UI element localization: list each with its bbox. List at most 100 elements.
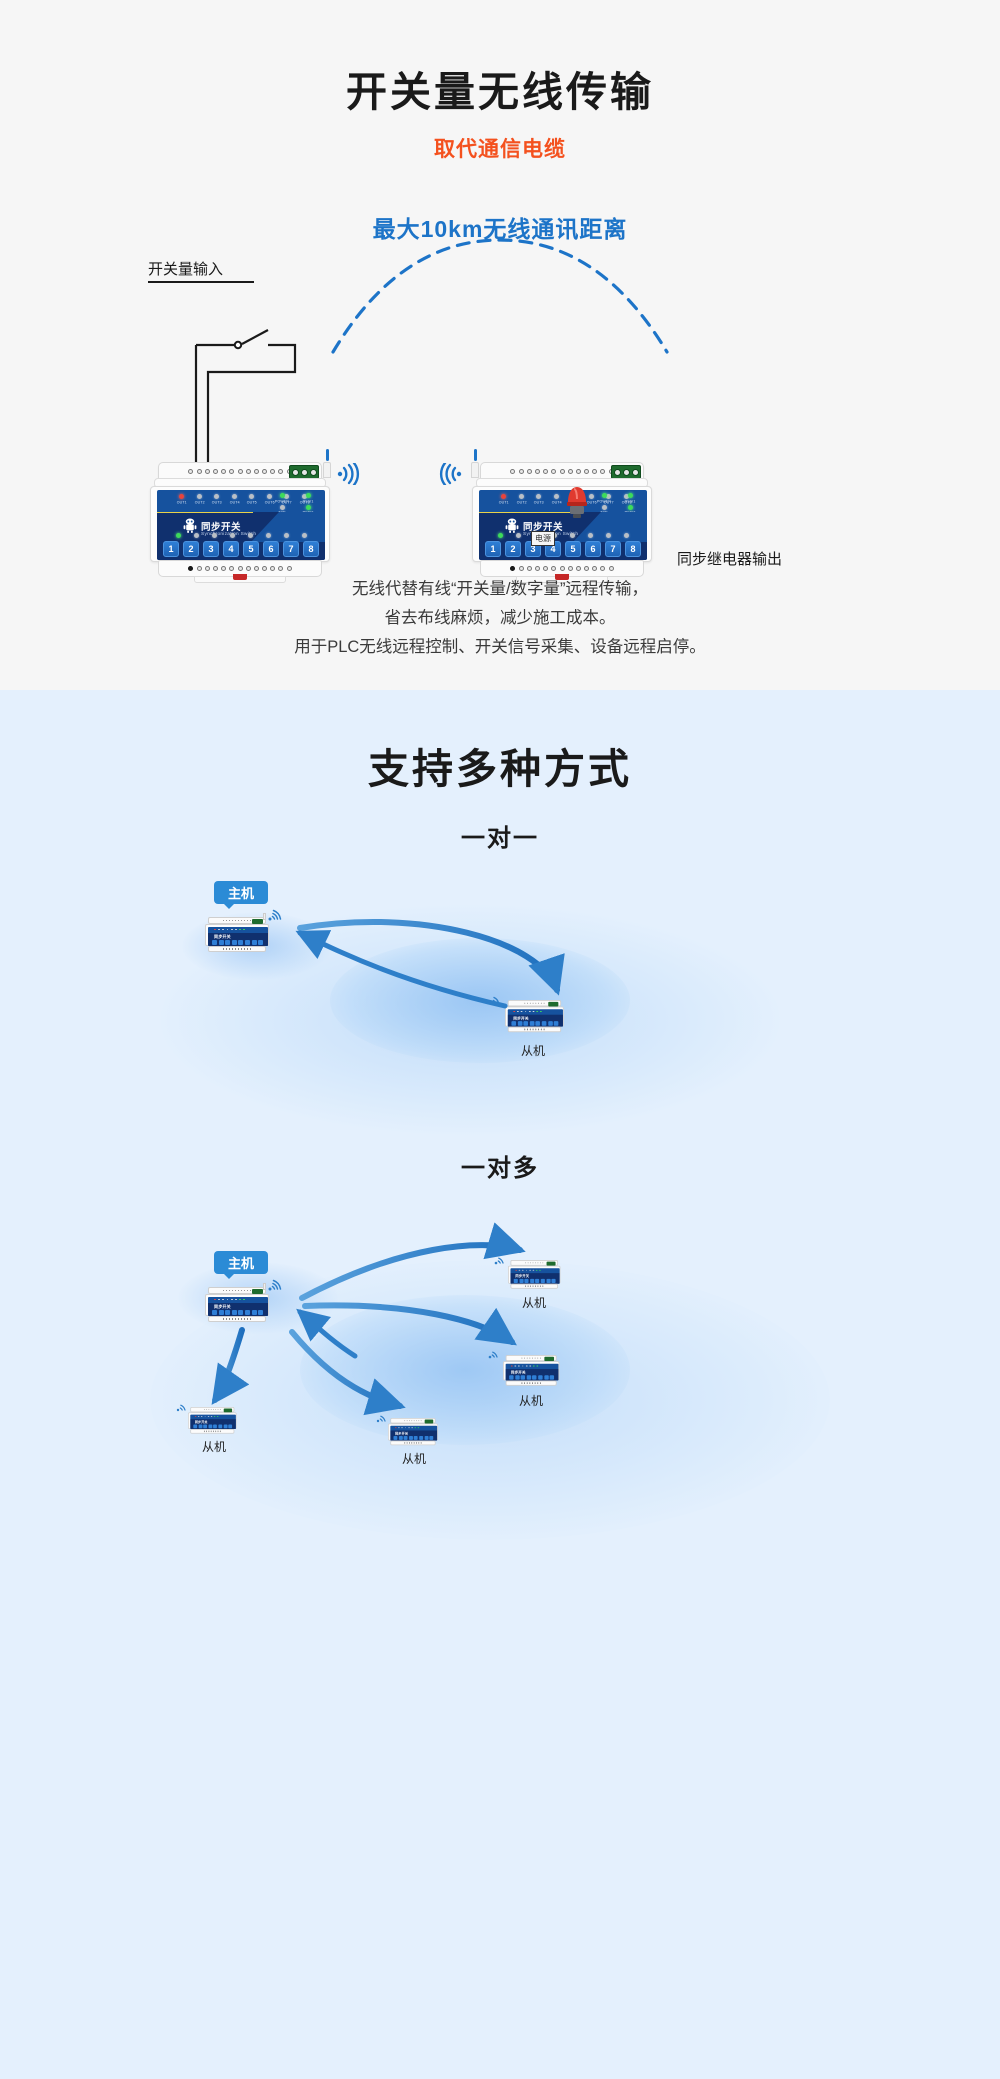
channel-button-6[interactable]: 6 <box>585 541 601 557</box>
green-terminal-block <box>611 465 641 479</box>
device-transmitter: OUT1 OUT2 OUT3 OUT4 <box>148 449 332 587</box>
channel-button-7[interactable]: 7 <box>605 541 621 557</box>
terminal-hole <box>534 566 540 571</box>
terminal-hole <box>229 468 235 474</box>
mini-led <box>226 928 229 931</box>
mini-hole <box>234 1318 237 1320</box>
mini-hole <box>246 1289 249 1292</box>
mini-brand: 同步开关 <box>513 1015 529 1020</box>
mini-led <box>218 928 220 931</box>
rssi1-label: RSSI1 <box>624 499 636 504</box>
mini-hole <box>526 1002 529 1005</box>
mini-led <box>414 1427 417 1429</box>
mode2-host-tag: 主机 <box>214 1251 268 1279</box>
mini-top-rail <box>390 1418 436 1424</box>
mini-hole <box>523 1382 526 1384</box>
mini-hole <box>243 948 246 950</box>
out1-label: OUT1 <box>498 500 509 505</box>
terminal-hole <box>551 566 557 571</box>
channel-button-6[interactable]: 6 <box>263 541 279 557</box>
mini-hole <box>237 1318 240 1320</box>
mini-lower: 同步开关 <box>505 1368 559 1381</box>
mode2-slave-label-4: 从机 <box>401 1452 426 1466</box>
range-heading: 最大10km无线通讯距离 <box>372 216 628 242</box>
button-led <box>515 533 521 538</box>
channel-button-2[interactable]: 2 <box>505 541 521 557</box>
mini-button <box>524 1278 529 1283</box>
mini-led <box>230 1298 233 1301</box>
mode2-slave-device-1: 同步开关 <box>508 1260 561 1291</box>
mini-hole <box>540 1002 543 1005</box>
terminal-hole <box>559 468 565 474</box>
mini-hole <box>413 1420 415 1422</box>
out1-led <box>179 494 185 499</box>
mini-hole <box>208 1408 210 1411</box>
mini-hole <box>529 1028 532 1031</box>
mini-bottom-rail <box>505 1380 557 1386</box>
mini-buttons <box>212 939 264 945</box>
mini-button <box>532 1374 537 1380</box>
button-led <box>175 533 181 538</box>
channel-button-7[interactable]: 7 <box>283 541 299 557</box>
terminal-hole <box>270 566 276 571</box>
mini-body: 同步开关 <box>388 1423 438 1441</box>
mini-led <box>529 1365 531 1367</box>
mini-led <box>533 1365 535 1367</box>
terminal-hole <box>245 468 251 474</box>
mini-led <box>540 1010 542 1013</box>
mini-hole <box>215 1430 217 1432</box>
mini-hole <box>529 1357 531 1359</box>
mini-button <box>540 1278 545 1283</box>
mini-button <box>398 1435 403 1440</box>
mini-lower: 同步开关 <box>208 932 268 946</box>
mini-hole <box>231 1318 234 1320</box>
out7-label: OUT7 <box>603 500 614 505</box>
mini-hole <box>404 1442 406 1444</box>
mini-hole <box>219 1408 221 1411</box>
mini-faceplate: 同步开关 <box>510 1267 560 1284</box>
mini-hole <box>534 1357 536 1359</box>
channel-button-8[interactable]: 8 <box>625 541 641 557</box>
channel-button-2[interactable]: 2 <box>183 541 199 557</box>
channel-button-row[interactable]: 1 2 3 4 5 6 7 8 <box>482 541 644 557</box>
mini-buttons <box>509 1374 555 1380</box>
mini-hole <box>532 1002 534 1005</box>
mode2-slave-device-3: 同步开关 <box>188 1407 237 1436</box>
terminal-hole <box>196 566 202 571</box>
terminal-hole <box>567 468 573 474</box>
mini-button <box>414 1435 418 1440</box>
mini-button <box>203 1424 208 1428</box>
button-led-row <box>160 533 322 538</box>
mode2-slave-label-2: 从机 <box>518 1394 543 1408</box>
button-led <box>265 533 271 538</box>
channel-button-1[interactable]: 1 <box>163 541 179 557</box>
power-label: POWER <box>275 499 289 504</box>
mini-hole <box>210 1430 212 1432</box>
terminal-hole <box>518 566 524 571</box>
antenna-tip <box>325 449 329 461</box>
channel-button-4[interactable]: 4 <box>223 541 239 557</box>
mini-led <box>207 1415 209 1418</box>
channel-button-5[interactable]: 5 <box>243 541 259 557</box>
mini-hole <box>228 948 231 950</box>
mini-led <box>213 1415 216 1418</box>
channel-button-row[interactable]: 1 2 3 4 5 6 7 8 <box>160 541 322 557</box>
channel-button-5[interactable]: 5 <box>565 541 581 557</box>
channel-button-8[interactable]: 8 <box>303 541 319 557</box>
mini-button <box>541 1020 547 1026</box>
mini-led-strip <box>208 927 268 933</box>
mini-button <box>523 1020 529 1026</box>
diagram-lines <box>194 238 669 541</box>
mini-led <box>408 1427 410 1429</box>
terminal-hole <box>518 468 524 474</box>
out3-label: OUT3 <box>211 500 222 505</box>
mini-led <box>536 1010 539 1013</box>
mini-button <box>198 1424 203 1428</box>
channel-button-3[interactable]: 3 <box>203 541 219 557</box>
out-led-cell: OUT7 <box>600 494 618 505</box>
mode-one-to-many-title: 一对多 <box>461 1155 539 1182</box>
mini-button <box>258 939 264 945</box>
channel-button-1[interactable]: 1 <box>485 541 501 557</box>
mini-led <box>515 1269 517 1271</box>
mini-led <box>532 1269 535 1271</box>
